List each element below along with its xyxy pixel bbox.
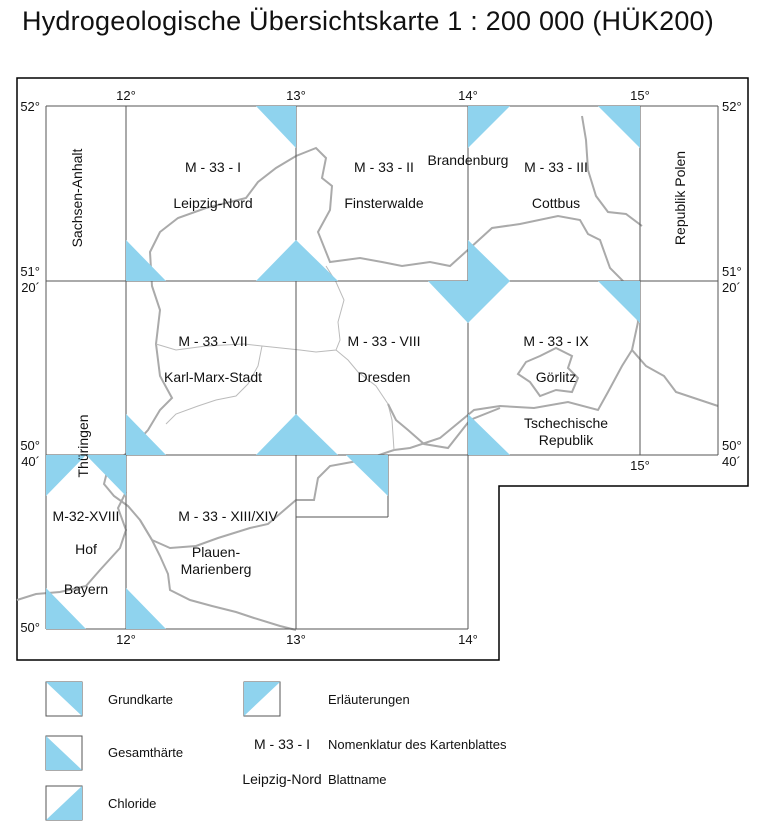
axis-label-top: 12°	[116, 88, 136, 103]
sheet-name: Cottbus	[532, 195, 580, 211]
sheet-name: Leipzig-Nord	[173, 195, 252, 211]
axis-label-left: 51°	[20, 264, 40, 279]
sheet-code: M - 33 - IX	[523, 333, 589, 349]
district-border	[516, 346, 580, 398]
axis-label-bottom: 12°	[116, 632, 136, 647]
region-label-bayern: Bayern	[64, 581, 108, 597]
sheet-code: M - 33 - VIII	[347, 333, 420, 349]
map-title: Hydrogeologische Übersichtskarte 1 : 200…	[22, 6, 714, 36]
sheet-code: M - 33 - XIII/XIV	[178, 508, 278, 524]
sheet-code: M - 33 - I	[185, 159, 241, 175]
legend-example-code: M - 33 - I	[254, 736, 310, 752]
legend-label-grundkarte: Grundkarte	[108, 692, 173, 707]
region-label-sachsen-anhalt: Sachsen-Anhalt	[69, 148, 85, 247]
region-line	[631, 349, 719, 407]
region-label-polen: Republik Polen	[672, 151, 688, 245]
sheet-code: M-32-XVIII	[53, 508, 120, 524]
axis-label-left: 50°	[20, 620, 40, 635]
region-line	[581, 115, 643, 227]
region-label-brandenburg: Brandenburg	[428, 152, 509, 168]
region-label-thueringen: Thüringen	[75, 414, 91, 477]
axis-label-top: 15°	[630, 88, 650, 103]
axis-label-right: 50°	[722, 438, 742, 453]
axis-label-left: 50°	[20, 438, 40, 453]
axis-label-bottom: 14°	[458, 632, 478, 647]
axis-label-right: 40´	[722, 454, 741, 469]
legend: Grundkarte Erläuterungen Gesamthärte Chl…	[45, 681, 507, 821]
axis-label-right: 20´	[722, 280, 741, 295]
legend-label-gesamthaerte: Gesamthärte	[108, 745, 183, 760]
axis-label-bottom-right: 15°	[630, 458, 650, 473]
axis-label-top: 14°	[458, 88, 478, 103]
sheet-name: Hof	[75, 541, 97, 557]
sheet-name: Dresden	[358, 369, 411, 385]
map-frame	[16, 77, 749, 661]
triangle-markers	[46, 106, 640, 629]
district-lines	[155, 265, 395, 451]
sheet-code: M - 33 - III	[524, 159, 588, 175]
legend-label-erlaeuterungen: Erläuterungen	[328, 692, 410, 707]
sheet-grid	[45, 105, 719, 630]
axis-label-right: 52°	[722, 99, 742, 114]
axis-label-left: 40´	[21, 454, 40, 469]
axis-label-right: 51°	[722, 264, 742, 279]
axis-label-left: 20´	[21, 280, 40, 295]
axis-label-bottom: 13°	[286, 632, 306, 647]
sheet-code: M - 33 - II	[354, 159, 414, 175]
region-line	[16, 491, 128, 601]
sheet-name: Plauen-Marienberg	[181, 544, 252, 577]
legend-label-chloride: Chloride	[108, 796, 156, 811]
sheet-name: Finsterwalde	[344, 195, 424, 211]
sheet-name: Karl-Marx-Stadt	[164, 369, 262, 385]
axis-label-top: 13°	[286, 88, 306, 103]
legend-example-name: Leipzig-Nord	[242, 771, 321, 787]
legend-example-name-desc: Blattname	[328, 772, 387, 787]
sheet-code: M - 33 - VII	[178, 333, 247, 349]
axis-label-left: 52°	[20, 99, 40, 114]
region-line	[139, 519, 297, 631]
state-border	[102, 146, 640, 550]
legend-example-code-desc: Nomenklatur des Kartenblattes	[328, 737, 507, 752]
sheet-name: Görlitz	[536, 369, 576, 385]
